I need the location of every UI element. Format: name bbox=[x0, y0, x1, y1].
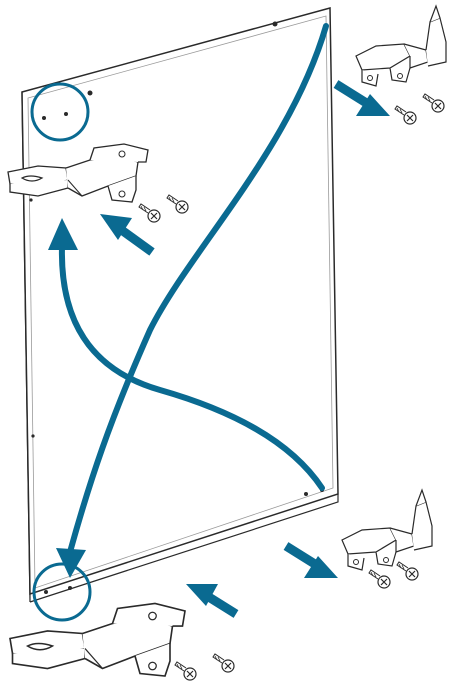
hinge-icon bbox=[10, 604, 185, 677]
arrow-icon bbox=[186, 584, 236, 614]
screw-icon bbox=[423, 94, 444, 112]
screw-icon bbox=[397, 562, 418, 580]
hinge-icon bbox=[356, 6, 446, 86]
arrow-icon bbox=[336, 84, 390, 116]
arrow-icon bbox=[286, 546, 338, 578]
screw-icon bbox=[175, 662, 196, 680]
screw-icon bbox=[395, 106, 416, 124]
screw-icon bbox=[213, 654, 234, 672]
hinge-icon bbox=[342, 490, 432, 570]
screw-icon bbox=[369, 570, 390, 588]
